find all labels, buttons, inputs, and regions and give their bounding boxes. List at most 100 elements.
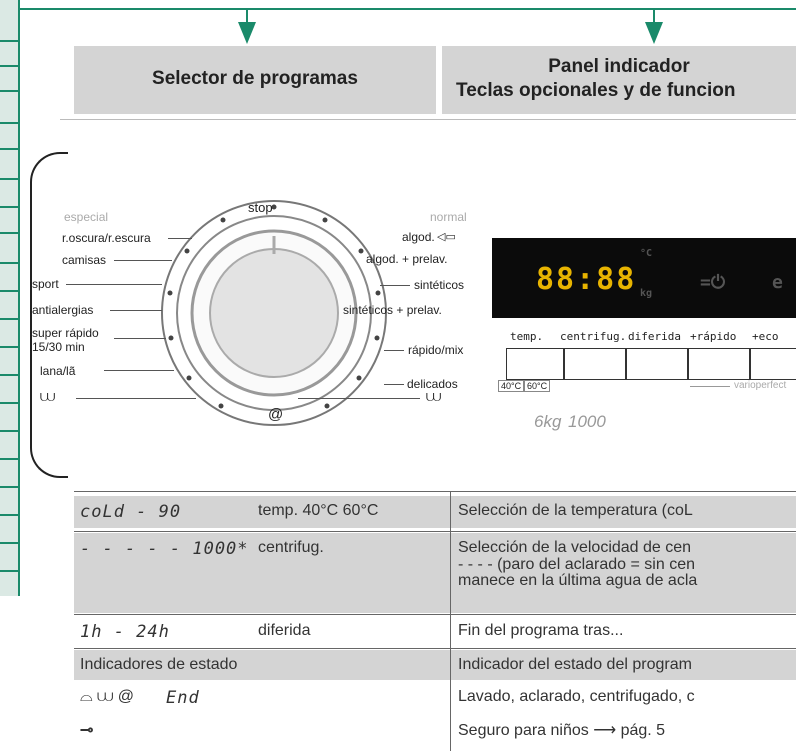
table-cell: Indicadores de estado xyxy=(80,656,238,673)
table-cell: - - - - - 1000* xyxy=(80,539,249,559)
timer-icon: =⏻ xyxy=(700,272,726,293)
strip-tick xyxy=(0,374,18,376)
program-label: sintéticos + prelav. xyxy=(343,303,442,317)
table-row: coLd - 90 temp. 40°C 60°C Selección de l… xyxy=(74,496,796,528)
separator xyxy=(60,119,796,120)
leader-line xyxy=(66,284,162,285)
table-cell: Lavado, aclarado, centrifugado, c xyxy=(458,688,695,705)
strip-tick xyxy=(0,430,18,432)
strip-tick xyxy=(0,290,18,292)
table-cell: diferida xyxy=(258,622,311,639)
connector-line xyxy=(653,8,655,26)
table-row: - - - - - 1000* centrifug. Selección de … xyxy=(74,533,796,613)
child-lock-icon: ⊸ xyxy=(80,722,94,739)
display-unit-c: °C xyxy=(640,248,653,259)
table-cell: 1h - 24h xyxy=(80,622,170,642)
strip-tick xyxy=(0,40,18,42)
spin-button[interactable] xyxy=(564,348,626,380)
key-icon: e xyxy=(772,272,783,293)
table-cell: Fin del programa tras... xyxy=(458,622,624,639)
dial-group-especial: especial xyxy=(64,210,109,224)
program-label: rápido/mix xyxy=(408,343,464,357)
lcd-display: 88:88 °C kg =⏻ e xyxy=(492,238,796,318)
strip-tick xyxy=(0,262,18,264)
leader-line xyxy=(114,338,166,339)
leader-line xyxy=(114,260,172,261)
selector-header: Selector de programas xyxy=(74,46,436,114)
strip-tick xyxy=(0,65,18,67)
table-cell: coLd - 90 xyxy=(80,502,182,522)
display-digits: 88:88 xyxy=(536,262,637,297)
table-cell: Selección de la temperatura (coL xyxy=(458,502,693,519)
table-rule xyxy=(74,614,796,615)
strip-tick xyxy=(0,346,18,348)
table-cell: Selección de la velocidad de cen xyxy=(458,539,692,556)
temp-icon-60: 60°C xyxy=(524,380,551,392)
leader-line xyxy=(104,370,174,371)
strip-tick xyxy=(0,318,18,320)
table-cell: manece en la última agua de acla xyxy=(458,572,698,589)
status-icons: ⌓ ⩊ @ xyxy=(80,688,134,705)
program-label: sport xyxy=(32,277,59,291)
selector-header-label: Selector de programas xyxy=(152,68,358,89)
arrow-down-icon xyxy=(238,22,256,44)
strip-tick xyxy=(0,542,18,544)
spin-icon: @ xyxy=(268,406,284,423)
temp-icon-40: 40°C xyxy=(498,380,525,392)
dial-stop-label: stop xyxy=(248,200,273,215)
button-label: temp. xyxy=(510,330,544,343)
column-divider xyxy=(450,491,451,751)
strip-tick xyxy=(0,458,18,460)
button-label: +eco xyxy=(752,330,779,343)
spin-speed-label: 1000 xyxy=(568,412,606,431)
table-cell: End xyxy=(166,688,200,708)
leader-line xyxy=(690,386,730,387)
rinse-icon: ⩊ xyxy=(40,388,56,405)
leader-line xyxy=(168,238,192,239)
button-label: centrifug. xyxy=(560,330,627,343)
table-cell: temp. 40°C 60°C xyxy=(258,502,379,519)
table-row: 1h - 24h diferida Fin del programa tras.… xyxy=(74,616,796,648)
table-cell: Indicador del estado del program xyxy=(458,656,692,673)
program-label: super rápido xyxy=(32,326,99,340)
table-row: Indicadores de estado Indicador del esta… xyxy=(74,650,796,680)
table-cell: centrifug. xyxy=(258,539,324,556)
leader-line xyxy=(110,310,162,311)
leader-line xyxy=(384,384,404,385)
strip-tick xyxy=(0,486,18,488)
program-label: algod. xyxy=(402,230,435,244)
program-dial[interactable] xyxy=(157,196,392,431)
table-rule xyxy=(74,531,796,532)
program-label: algod. + prelav. xyxy=(366,252,448,266)
rapid-button[interactable] xyxy=(688,348,750,380)
strip-tick xyxy=(0,122,18,124)
leader-line xyxy=(76,398,196,399)
strip-tick xyxy=(0,232,18,234)
button-label: +rápido xyxy=(690,330,737,343)
strip-tick xyxy=(0,148,18,150)
temp-button[interactable] xyxy=(506,348,564,380)
top-rule xyxy=(18,8,796,10)
panel-header-line2: Teclas opcionales y de funcion xyxy=(456,80,736,101)
program-label: delicados xyxy=(407,377,458,391)
program-label: sintéticos xyxy=(414,278,465,292)
leader-line xyxy=(384,350,404,351)
wash-icon: ⩊ xyxy=(426,388,442,405)
eco-button[interactable] xyxy=(750,348,796,380)
table-rule xyxy=(74,491,796,492)
program-label: camisas xyxy=(62,253,107,267)
strip-tick xyxy=(0,178,18,180)
capacity-label: 6kg xyxy=(534,412,562,431)
leader-line xyxy=(298,398,420,399)
program-label: 15/30 min xyxy=(32,340,85,354)
arrow-down-icon xyxy=(645,22,663,44)
delay-button[interactable] xyxy=(626,348,688,380)
table-row: ⌓ ⩊ @ End Lavado, aclarado, centrifugado… xyxy=(74,682,796,714)
display-unit-kg: kg xyxy=(640,288,653,299)
strip-tick xyxy=(0,402,18,404)
program-label: antialergias xyxy=(32,303,94,317)
strip-tick xyxy=(0,514,18,516)
dial-group-normal: normal xyxy=(430,210,467,224)
panel-header: Panel indicador Teclas opcionales y de f… xyxy=(442,46,796,114)
program-label: r.oscura/r.escura xyxy=(62,231,151,245)
